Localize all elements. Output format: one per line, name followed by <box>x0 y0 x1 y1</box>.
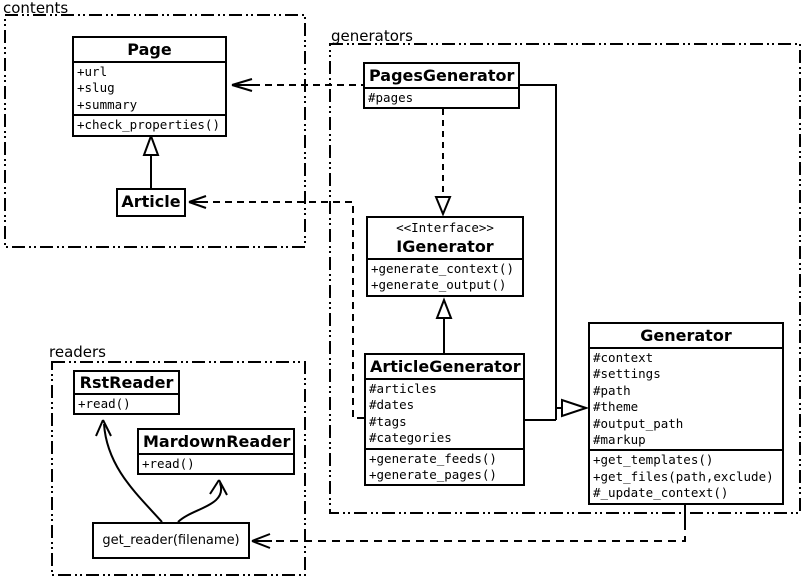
attribute: #path <box>593 382 631 398</box>
class-page-attributes: +url +slug +summary <box>74 61 225 114</box>
arrowhead-triangle-igenerator-top <box>434 196 452 217</box>
class-pagesgenerator-attributes: #pages <box>365 87 518 107</box>
method: +get_files(path,exclude) <box>593 468 774 484</box>
class-igenerator: <<Interface>> IGenerator +generate_conte… <box>366 216 524 297</box>
arrowhead-triangle-generator <box>561 398 590 418</box>
class-article: Article <box>116 188 186 217</box>
class-generator-name: Generator <box>640 326 732 345</box>
arrowhead-vee-markdownreader <box>209 479 228 496</box>
class-articlegenerator: ArticleGenerator #articles #dates #tags … <box>364 353 525 487</box>
method: +check_properties() <box>77 117 220 133</box>
attribute: #theme <box>593 399 639 415</box>
class-markdownreader-name: MardownReader <box>143 432 291 451</box>
arrowhead-triangle-page <box>142 133 160 156</box>
attribute: #output_path <box>593 415 684 431</box>
method: +generate_context() <box>371 261 514 276</box>
edge-pagesgenerator-to-generator <box>520 84 557 420</box>
attribute: #categories <box>369 430 452 446</box>
class-generator-attributes: #context #settings #path #theme #output_… <box>590 347 782 449</box>
class-pagesgenerator-name: PagesGenerator <box>369 66 515 85</box>
class-article-name: Article <box>121 192 181 211</box>
package-label-contents: contents <box>3 0 69 17</box>
class-articlegenerator-methods: +generate_feeds() +generate_pages() <box>366 447 523 485</box>
attribute: #tags <box>369 413 407 429</box>
edge-generator-to-getreader <box>273 522 686 542</box>
class-page: Page +url +slug +summary +check_properti… <box>72 36 227 137</box>
attribute: #dates <box>369 397 415 413</box>
class-page-methods: +check_properties() <box>74 114 225 134</box>
attribute: #context <box>593 350 654 365</box>
attribute: +slug <box>77 80 115 96</box>
arrowhead-vee-page <box>231 78 253 92</box>
arrowhead-vee-rstreader <box>95 419 112 437</box>
class-generator: Generator #context #settings #path #them… <box>588 322 784 505</box>
node-get-reader: get_reader(filename) <box>92 522 250 559</box>
method: +get_templates() <box>593 452 714 468</box>
class-articlegenerator-name: ArticleGenerator <box>370 357 521 376</box>
class-generator-methods: +get_templates() +get_files(path,exclude… <box>590 449 782 502</box>
edge-getreader-to-rstreader <box>103 423 163 523</box>
arrowhead-vee-article <box>188 195 208 209</box>
method: +read() <box>78 396 131 411</box>
method: +generate_feeds() <box>369 450 497 466</box>
attribute: +summary <box>77 96 138 112</box>
class-rstreader-methods: +read() <box>75 393 178 413</box>
package-contents-border <box>4 14 306 248</box>
method: +generate_pages() <box>369 467 497 483</box>
attribute: #pages <box>368 90 414 105</box>
class-rstreader-name: RstReader <box>79 373 174 392</box>
class-page-name: Page <box>127 40 172 59</box>
class-igenerator-methods: +generate_context() +generate_output() <box>368 258 522 295</box>
class-pagesgenerator: PagesGenerator #pages <box>363 62 520 110</box>
edge-getreader-to-markdownreader <box>177 482 223 523</box>
class-rstreader: RstReader +read() <box>73 370 180 416</box>
attribute: #articles <box>369 381 437 396</box>
package-label-generators: generators <box>331 27 413 45</box>
package-label-readers: readers <box>49 343 106 361</box>
edge-articlegenerator-to-article <box>208 201 364 419</box>
class-igenerator-stereotype: <<Interface>> <box>396 220 494 235</box>
method: +read() <box>142 456 195 471</box>
package-generators-border <box>329 43 801 514</box>
attribute: +url <box>77 64 108 79</box>
method: +generate_output() <box>371 277 507 293</box>
class-markdownreader-methods: +read() <box>139 453 293 473</box>
attribute: #markup <box>593 432 646 448</box>
package-readers-border <box>51 361 306 576</box>
attribute: #settings <box>593 366 661 382</box>
class-articlegenerator-attributes: #articles #dates #tags #categories <box>366 378 523 448</box>
method: #_update_context() <box>593 485 729 501</box>
class-igenerator-name: IGenerator <box>396 237 494 256</box>
arrowhead-vee-getreader <box>251 533 272 549</box>
arrowhead-triangle-igenerator-bottom <box>435 297 453 319</box>
class-markdownreader: MardownReader +read() <box>137 428 295 476</box>
node-get-reader-label: get_reader(filename) <box>102 533 240 548</box>
